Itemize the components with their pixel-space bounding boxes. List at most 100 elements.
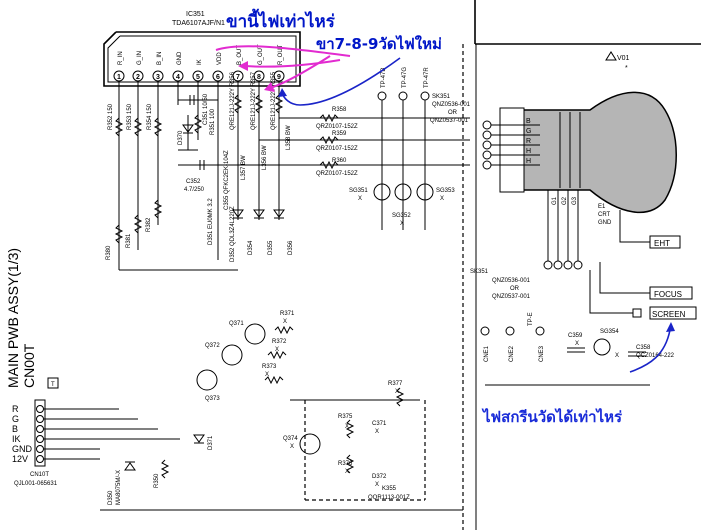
sk351-top-part2: QNZ0537-001 (430, 118, 469, 124)
sg354-x: X (615, 353, 619, 359)
c352-label: C352 (186, 179, 201, 185)
pink-arrow-3 (269, 55, 331, 89)
crt-ref: V01 (617, 55, 630, 62)
r360-part: QRZ0107-152Z (316, 171, 358, 177)
r358-part: QRZ0107-152Z (316, 124, 358, 130)
r375-x: X (345, 424, 349, 430)
r352-label: R352 150 (108, 103, 114, 130)
r376-label: R376 (338, 461, 353, 467)
k355-section: R377 X R375 X R376 X C371 X D372 X K355 … (193, 381, 426, 501)
l356-label: L356 BW (262, 145, 268, 170)
sk351-top-part1: QNZ0536-001 (432, 102, 471, 108)
d371-label: D371 (208, 435, 214, 450)
d350-label: D350 (108, 490, 114, 505)
sk351-bot-part2: QNZ0537-001 (492, 294, 531, 300)
vdd-section: C351 10/50 R351 100 D370 (178, 93, 218, 151)
transistors: Q371 Q372 Q373 Q374 X (196, 321, 321, 455)
annotation-pin-voltage: ขานี้ไฟเท่าไหร่ (226, 8, 336, 32)
board-edges (462, 0, 701, 530)
cn10t-pin-12v: 12V (12, 454, 28, 464)
ic-pin-4-num: 4 (176, 74, 180, 81)
pink-arrow-1 (215, 45, 351, 57)
r353-label: R353 150 (127, 103, 133, 130)
r382-label: R382 (146, 217, 152, 232)
q374-x: X (290, 444, 294, 450)
q374-label: Q374 (283, 436, 298, 442)
r381-label: R381 (126, 233, 132, 248)
cne3-label: CNE3 (539, 345, 545, 362)
d372-x: X (375, 482, 379, 488)
r359-part: QRZ0107-152Z (316, 146, 358, 152)
ic-pin-7-num: 7 (236, 74, 240, 81)
r377-x: X (395, 389, 399, 395)
blue-arrow-2 (629, 329, 671, 373)
screen-label: SCREEN (652, 310, 686, 319)
ic-pin-5-name: IK (197, 59, 203, 65)
ic-pin-3-num: 3 (156, 74, 160, 81)
c358-part: QCZ0164-222 (636, 353, 675, 359)
r354-label: R354 150 (147, 103, 153, 130)
blue-arrowhead (278, 88, 287, 97)
l357-label: L357 BW (241, 155, 247, 180)
c352: C352 4.7/250 (178, 160, 238, 193)
c358-label: C358 (636, 345, 651, 351)
sk351-bottom: SK351 QNZ0536-001 OR QNZ0537-001 (470, 190, 583, 300)
crt-g1: G1 (552, 196, 558, 205)
r351-label: R351 100 (210, 108, 216, 135)
r371-x: X (283, 319, 287, 325)
board-title-text: MAIN PWB ASSY(1/3) (5, 248, 21, 388)
crt-pin-r: R (526, 138, 531, 145)
ic-pin-2-num: 2 (136, 74, 140, 81)
cne2-label: CNE2 (509, 345, 515, 362)
r359-label: R359 (332, 131, 347, 137)
d355-label: D355 (268, 240, 274, 255)
c359-label: C359 (568, 333, 583, 339)
ic351: IC351 TDA6107AJF/N1 (103, 11, 301, 87)
ic-pin-1-num: 1 (117, 74, 121, 81)
annotation-pins-new-voltage: ขา7-8-9วัดไฟใหม่ (316, 34, 442, 53)
bias-resistors: R371 X R372 X R373 X (262, 311, 295, 385)
pink-arrow-2 (244, 59, 341, 68)
d372-label: D372 (372, 474, 387, 480)
screen-box (649, 306, 697, 320)
sk351-top: SK351 QNZ0536-001 OR QNZ0537-001 B G R H… (430, 94, 540, 170)
crt-g2: G2 (562, 196, 568, 205)
lower-right-components: CNE1 CNE2 CNE3 TP-E C359 X SG354 X C358 … (480, 312, 675, 386)
sg352-label: SG352 (392, 213, 411, 219)
pink-arrowhead-2 (264, 82, 275, 92)
sg354-label: SG354 (600, 329, 619, 335)
sg353-label: SG353 (436, 188, 455, 194)
tpe-label: TP-E (528, 312, 534, 326)
d370-label: D370 (178, 130, 184, 145)
crt-star: * (625, 65, 628, 72)
crt-pin-g: G (526, 128, 531, 135)
pink-arrowhead (238, 61, 248, 71)
ic351-inner (107, 35, 297, 83)
r372-x: X (275, 347, 279, 353)
c355-label: C355 QFKC2EK-104Z (224, 150, 230, 210)
blue-arrowhead-2 (666, 322, 675, 332)
sg351-label: SG351 (349, 188, 368, 194)
ic351-pins: R_IN 1 G_IN 2 B_IN 3 GND 4 IK 5 VDD 6 (113, 44, 285, 82)
ic-pin-1-name: R_IN (118, 51, 124, 65)
q373-label: Q373 (205, 396, 220, 402)
hv-terminals: EHT FOCUS SCREEN (589, 210, 697, 320)
r357-label: QRE121J-222Y R357 (251, 71, 257, 130)
crt-crt: CRT (598, 212, 611, 218)
sg352-x: X (400, 221, 404, 227)
k355-part: QQR1113-001Z (368, 495, 410, 501)
l358-label: L358 BW (286, 125, 292, 150)
crt-g3: G3 (572, 196, 578, 205)
input-resistors: R352 150 R353 150 R354 150 (108, 103, 163, 137)
ic-pin-9-num: 9 (277, 74, 281, 81)
grid-resistors: R358 QRZ0107-152Z R359 QRZ0107-152Z R360… (238, 107, 470, 177)
ic-pin-5: IK 5 (192, 59, 204, 82)
warning-icon (605, 51, 617, 61)
ic-pin-8-name: G_OUT (258, 44, 264, 65)
q371-label: Q371 (229, 321, 244, 327)
d354-label: D354 (248, 240, 254, 255)
spark-gaps: SG351 X SG352 X SG353 X (349, 183, 455, 227)
d351-label: D351 EU0MK 3.2 (208, 198, 214, 245)
r356-label: QRE121J-222Y R356 (230, 71, 236, 130)
